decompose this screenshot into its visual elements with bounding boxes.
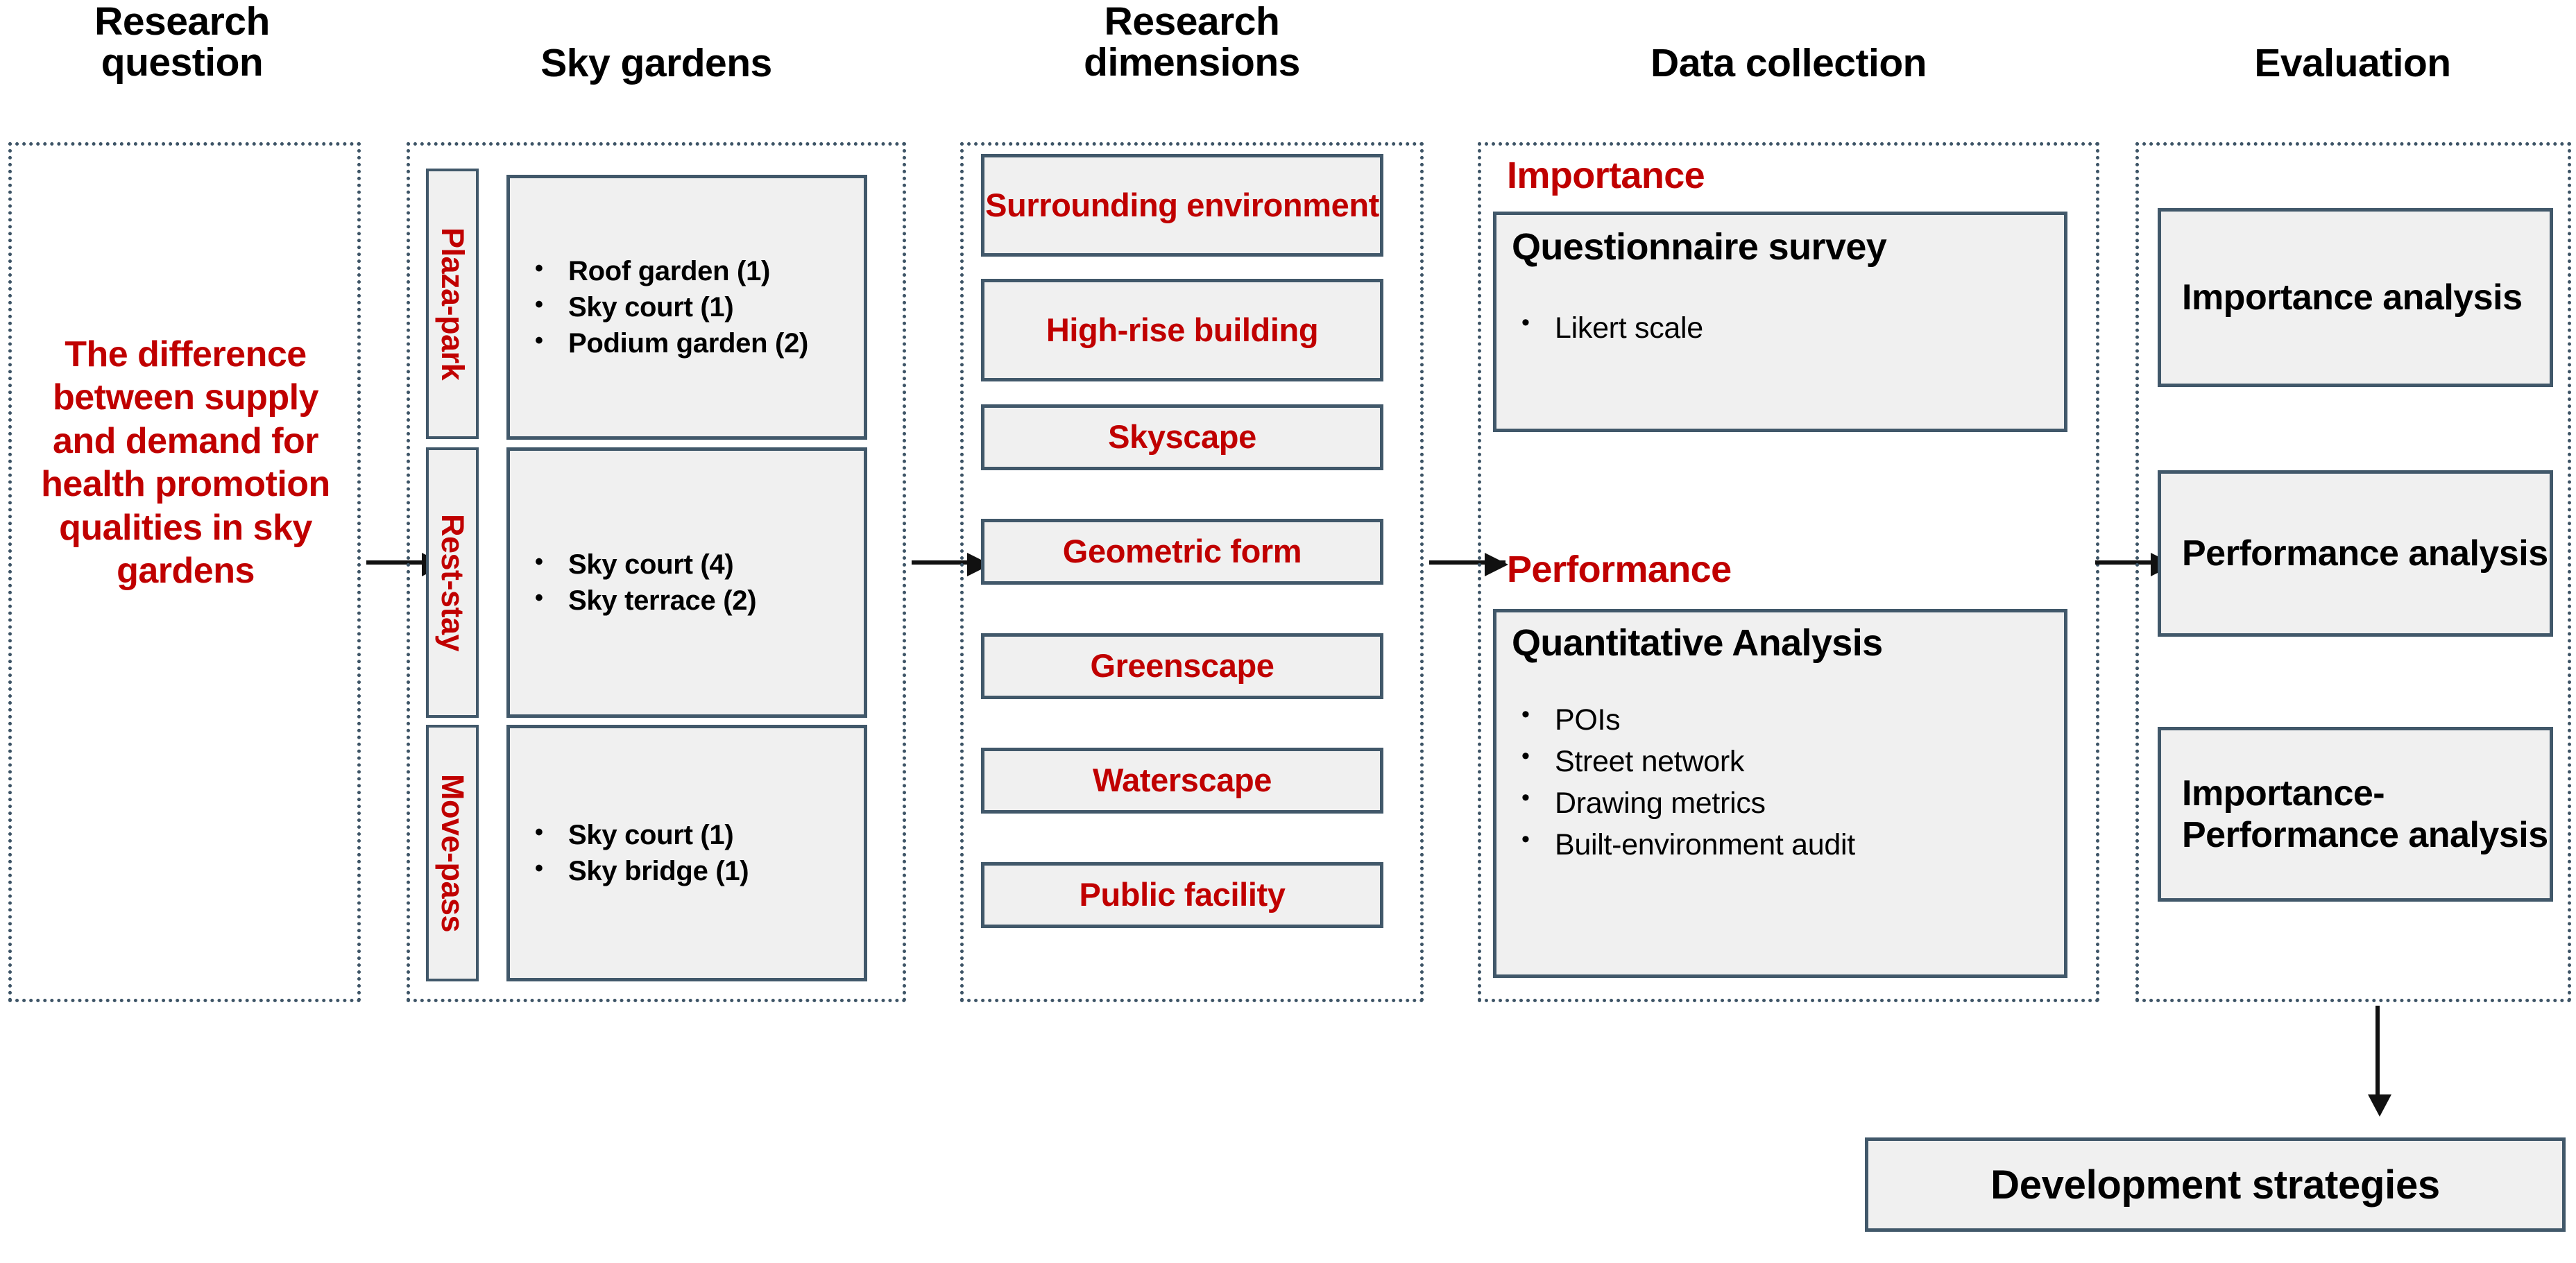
stage-research-dimensions <box>960 142 1424 1002</box>
data-collection-card-questionnaire-survey: Questionnaire survey Likert scale <box>1493 212 2067 432</box>
heading-line-1: Evaluation <box>2254 41 2451 85</box>
dimension-box-greenscape: Greenscape <box>981 633 1383 699</box>
list-item: Sky court (1) <box>529 288 864 325</box>
evaluation-box-performance-analysis: Performance analysis <box>2158 470 2553 637</box>
evaluation-box-importance-analysis: Importance analysis <box>2158 208 2553 387</box>
bullet-list: Roof garden (1) Sky court (1) Podium gar… <box>510 252 864 361</box>
dimension-label: Geometric form <box>1062 533 1302 570</box>
section-heading-importance: Importance <box>1507 155 1705 196</box>
heading-line-1: Research <box>1104 0 1280 44</box>
evaluation-label: Importance-Performance analysis <box>2182 773 2548 855</box>
list-item: Built-environment audit <box>1516 823 2083 866</box>
heading-line-1: Data collection <box>1650 41 1927 85</box>
vertical-label: Move-pass <box>435 773 470 933</box>
evaluation-label: Importance analysis <box>2182 277 2523 318</box>
arrow-evaluation-to-strategies <box>2368 1006 2391 1117</box>
card-title: Quantitative Analysis <box>1512 622 1883 664</box>
column-heading-research-dimensions: Research dimensions <box>960 1 1424 84</box>
bullet-list: POIs Street network Drawing metrics Buil… <box>1496 698 2083 866</box>
dimension-label: Surrounding environment <box>985 186 1379 223</box>
list-item: Likert scale <box>1516 306 2083 349</box>
data-collection-card-quantitative-analysis: Quantitative Analysis POIs Street networ… <box>1493 609 2067 978</box>
sky-garden-group-items-plaza-park: Roof garden (1) Sky court (1) Podium gar… <box>506 175 867 440</box>
research-question-statement: The difference between supply and demand… <box>41 334 330 591</box>
heading-line-1: Sky gardens <box>540 41 772 85</box>
dimension-box-high-rise-building: High-rise building <box>981 279 1383 381</box>
dimension-label: Public facility <box>1079 876 1286 913</box>
dimension-box-waterscape: Waterscape <box>981 748 1383 814</box>
dimension-label: Skyscape <box>1108 418 1256 456</box>
dimension-label: Greenscape <box>1090 647 1274 685</box>
list-item: Sky court (1) <box>529 816 864 853</box>
section-heading-performance: Performance <box>1507 549 1732 590</box>
list-item: Podium garden (2) <box>529 324 864 361</box>
sky-garden-group-label-plaza-park: Plaza-park <box>426 169 479 439</box>
stage-evaluation <box>2135 142 2571 1002</box>
heading-line-2: question <box>101 40 264 85</box>
column-heading-sky-gardens: Sky gardens <box>407 41 906 85</box>
dimension-label: Waterscape <box>1092 762 1272 799</box>
list-item: Drawing metrics <box>1516 781 2083 824</box>
column-heading-data-collection: Data collection <box>1478 41 2099 85</box>
arrow-dimensions-to-collection <box>1429 553 1508 576</box>
bullet-list: Sky court (1) Sky bridge (1) <box>510 816 864 889</box>
list-item: Sky court (4) <box>529 545 864 583</box>
sky-garden-group-items-rest-stay: Sky court (4) Sky terrace (2) <box>506 447 867 718</box>
dimension-label: High-rise building <box>1046 311 1319 348</box>
list-item: POIs <box>1516 698 2083 741</box>
list-item: Roof garden (1) <box>529 252 864 289</box>
heading-line-1: Research <box>94 0 270 44</box>
bullet-list: Sky court (4) Sky terrace (2) <box>510 545 864 619</box>
heading-line-2: dimensions <box>1084 40 1300 85</box>
bullet-list: Likert scale <box>1496 306 2083 349</box>
evaluation-label: Performance analysis <box>2182 533 2548 574</box>
list-item: Sky terrace (2) <box>529 581 864 619</box>
sky-garden-group-items-move-pass: Sky court (1) Sky bridge (1) <box>506 725 867 981</box>
list-item: Sky bridge (1) <box>529 852 864 889</box>
dimension-box-geometric-form: Geometric form <box>981 519 1383 585</box>
vertical-label: Plaza-park <box>435 227 470 381</box>
stage-sky-gardens <box>407 142 906 1002</box>
card-title: Questionnaire survey <box>1512 226 1887 268</box>
sky-garden-group-label-move-pass: Move-pass <box>426 725 479 981</box>
dimension-box-public-facility: Public facility <box>981 862 1383 928</box>
outcome-label: Development strategies <box>1990 1162 2440 1208</box>
column-heading-research-question: Research question <box>7 1 357 84</box>
dimension-box-surrounding-environment: Surrounding environment <box>981 154 1383 257</box>
stage-research-question <box>8 142 361 1002</box>
sky-garden-group-label-rest-stay: Rest-stay <box>426 447 479 718</box>
list-item: Street network <box>1516 739 2083 782</box>
evaluation-box-importance-performance-analysis: Importance-Performance analysis <box>2158 727 2553 902</box>
outcome-box-development-strategies: Development strategies <box>1865 1137 2566 1232</box>
stage-data-collection <box>1478 142 2099 1002</box>
column-heading-evaluation: Evaluation <box>2134 41 2571 85</box>
vertical-label: Rest-stay <box>435 513 470 652</box>
dimension-box-skyscape: Skyscape <box>981 404 1383 470</box>
